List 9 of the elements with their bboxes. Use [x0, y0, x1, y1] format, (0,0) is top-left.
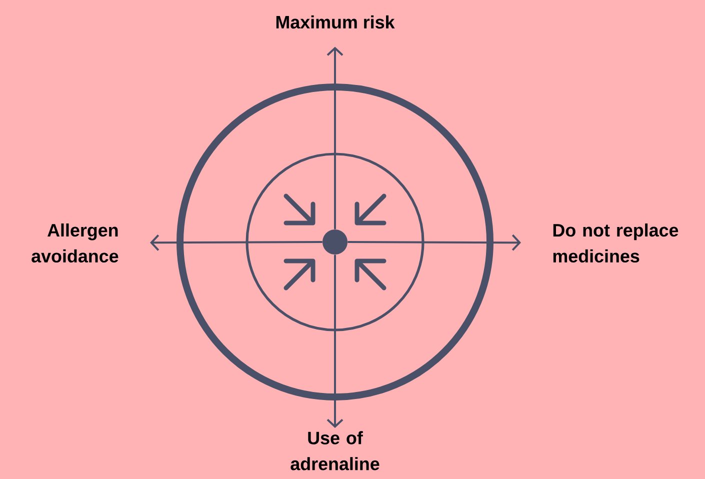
center-dot	[322, 230, 348, 254]
axis-arrow	[326, 46, 344, 230]
axis-arrow	[150, 234, 322, 251]
axis-label: Do not replace medicines	[553, 223, 678, 263]
axis-label: Maximum risk	[276, 15, 395, 29]
axis-arrow	[326, 254, 344, 428]
axis-label: Allergen avoidance	[32, 223, 118, 263]
axis-label: Use of adrenaline	[290, 431, 380, 470]
axis-arrow	[348, 234, 521, 251]
